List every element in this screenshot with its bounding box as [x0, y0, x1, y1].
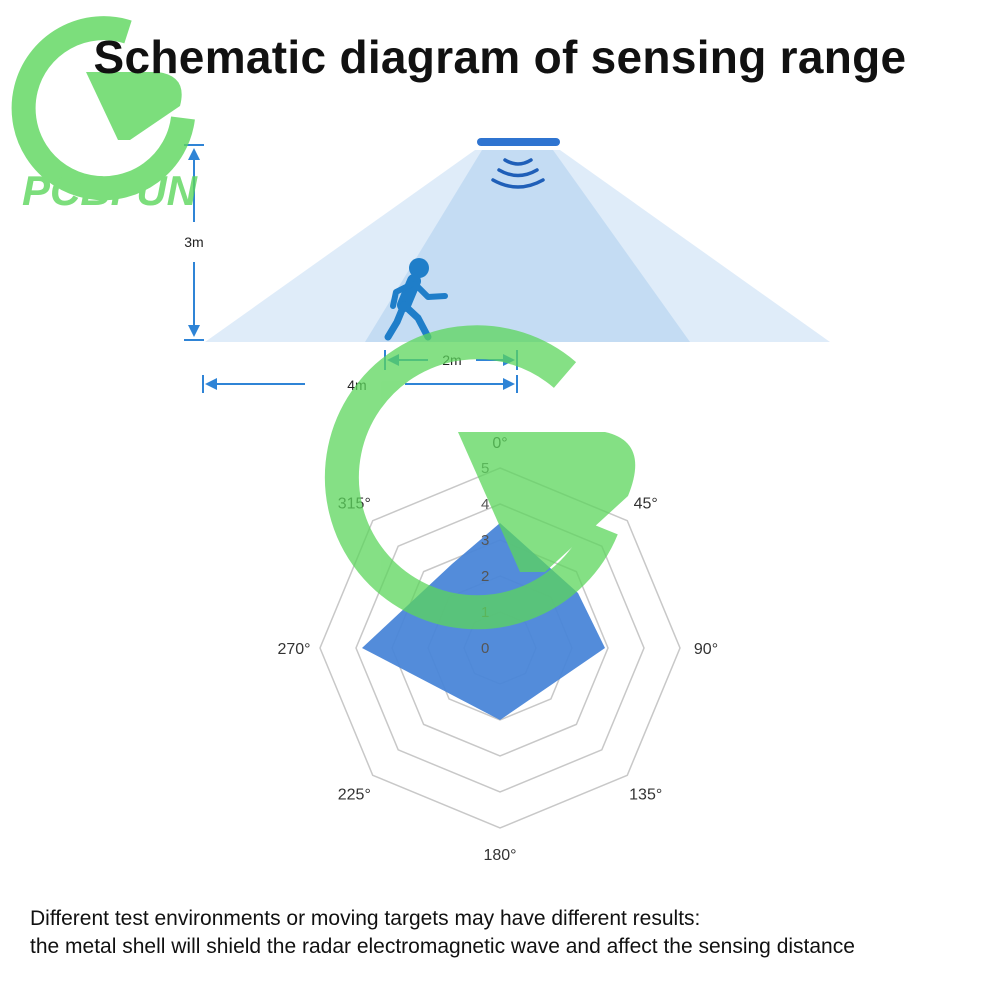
- pcbfun-logo: PCBFUN: [11, 16, 199, 214]
- radar-angle-label: 225°: [338, 787, 371, 804]
- signal-wave-icon: [497, 168, 539, 178]
- side-view-diagram: 3m 2m 4m: [184, 138, 830, 393]
- footnote-line-1: Different test environments or moving ta…: [30, 907, 701, 930]
- radar-angle-label: 45°: [634, 495, 658, 512]
- radar-ring-label: 2: [481, 568, 489, 585]
- radar-angle-label: 90°: [694, 641, 718, 658]
- center-watermark-logo: [324, 325, 636, 630]
- radar-angle-label: 180°: [483, 847, 516, 864]
- footnote-line-2: the metal shell will shield the radar el…: [30, 935, 855, 958]
- watermark-text: PCBFUN: [22, 167, 199, 214]
- radar-ring-label: 4: [481, 496, 489, 513]
- radar-ring-label: 0: [481, 640, 489, 657]
- radar-sensor: [477, 138, 560, 146]
- signal-wave-icon: [491, 178, 545, 189]
- footnote: Different test environments or moving ta…: [30, 905, 980, 961]
- far-width-dimension: [202, 375, 518, 393]
- radar-angle-label: 135°: [629, 787, 662, 804]
- radar-ring-label: 3: [481, 532, 489, 549]
- walking-person-icon: [384, 258, 448, 341]
- radar-angle-label: 270°: [277, 641, 310, 658]
- height-label: 3m: [184, 234, 203, 250]
- page-title: Schematic diagram of sensing range: [93, 31, 907, 83]
- signal-wave-icon: [503, 158, 533, 166]
